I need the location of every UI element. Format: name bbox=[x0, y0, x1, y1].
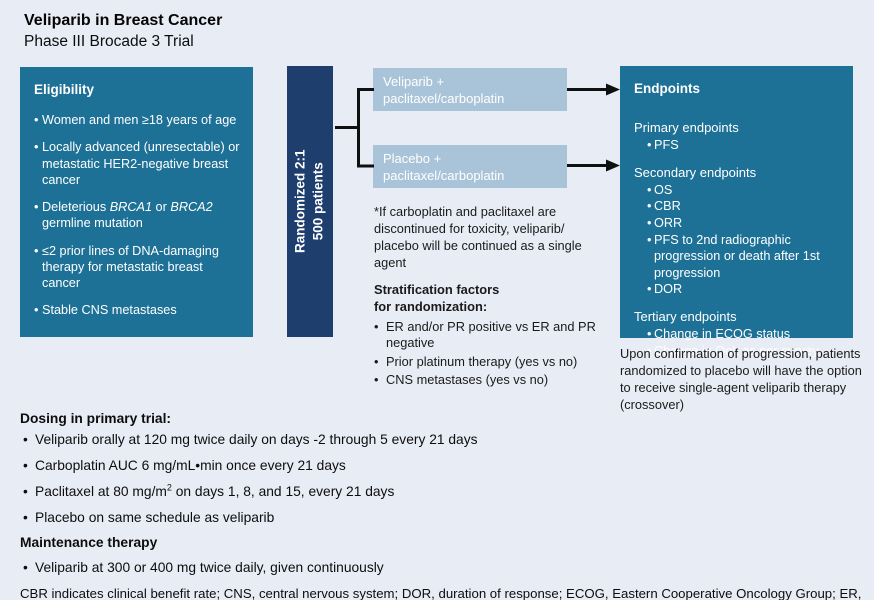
endpoint-item: • OS bbox=[647, 182, 845, 199]
endpoint-item-text: OS bbox=[654, 182, 673, 197]
stratification-item: • Prior platinum therapy (yes vs no) bbox=[374, 354, 598, 371]
endpoint-section-label: Tertiary endpoints bbox=[634, 309, 737, 325]
gene-name: BRCA2 bbox=[170, 200, 213, 214]
endpoint-item: • PFS bbox=[647, 137, 845, 154]
bullet-glyph: • bbox=[647, 138, 652, 152]
randomization-count: 500 patients bbox=[311, 162, 326, 241]
bullet-glyph: • bbox=[23, 559, 28, 575]
bullet-glyph: • bbox=[647, 232, 652, 247]
bullet-glyph: • bbox=[647, 327, 652, 342]
arm-placebo-box: Placebo + paclitaxel/carboplatin bbox=[373, 145, 567, 188]
eligibility-item: • Stable CNS metastases bbox=[34, 302, 242, 318]
eligibility-item-text: ≤2 prior lines of DNA-damaging therapy f… bbox=[42, 243, 219, 291]
endpoint-item-text: CBR bbox=[654, 199, 681, 214]
endpoint-item: • CBR bbox=[647, 198, 845, 215]
maintenance-item-text: Veliparib at 300 or 400 mg twice daily, … bbox=[35, 559, 384, 575]
arrowhead-top-icon bbox=[606, 83, 620, 96]
dosing-item-text: Carboplatin AUC 6 mg/mL•min once every 2… bbox=[35, 457, 346, 473]
arm-line: Veliparib + bbox=[383, 74, 445, 89]
bullet-glyph: • bbox=[647, 215, 652, 230]
endpoint-item-text: Change in QoL as per survey bbox=[654, 343, 819, 358]
eligibility-item: • ≤2 prior lines of DNA-damaging therapy… bbox=[34, 243, 242, 292]
dosing-item: • Placebo on same schedule as veliparib bbox=[20, 509, 862, 527]
endpoints-box: Endpoints Primary endpoints • PFS Second… bbox=[620, 66, 853, 358]
stratification-item-text: Prior platinum therapy (yes vs no) bbox=[386, 353, 578, 369]
stratification-block: Stratification factors for randomization… bbox=[374, 282, 598, 391]
arm-line: paclitaxel/carboplatin bbox=[383, 167, 505, 183]
stratification-item: • ER and/or PR positive vs ER and PR neg… bbox=[374, 319, 598, 352]
dosing-item: • Carboplatin AUC 6 mg/mL•min once every… bbox=[20, 457, 862, 475]
eligibility-item: • Women and men ≥18 years of age bbox=[34, 112, 242, 128]
bullet-glyph: • bbox=[34, 243, 39, 258]
dosing-item-text: Veliparib orally at 120 mg twice daily o… bbox=[35, 432, 478, 447]
bullet-glyph: • bbox=[23, 457, 28, 473]
maintenance-heading: Maintenance therapy bbox=[20, 534, 158, 550]
endpoint-item: • Change in ECOG status bbox=[647, 326, 845, 343]
randomization-bar: Randomized 2:1 500 patients bbox=[287, 66, 333, 337]
bullet-glyph: • bbox=[647, 182, 652, 197]
eligibility-item: • Locally advanced (unresectable) or met… bbox=[34, 139, 242, 188]
eligibility-item-text: Women and men ≥18 years of age bbox=[42, 113, 237, 127]
endpoint-item-text: Change in ECOG status bbox=[654, 327, 791, 342]
maintenance-item: • Veliparib at 300 or 400 mg twice daily… bbox=[20, 559, 862, 577]
arm-line: Placebo + bbox=[383, 151, 442, 166]
branch-lines bbox=[335, 88, 374, 168]
bullet-glyph: • bbox=[34, 140, 39, 155]
endpoint-item-text: ORR bbox=[654, 215, 683, 230]
bullet-glyph: • bbox=[374, 318, 379, 334]
endpoint-item-text: PFS to 2nd radiographic progression or d… bbox=[654, 232, 820, 280]
superscript: 2 bbox=[166, 482, 172, 493]
randomization-label: Randomized 2:1 500 patients bbox=[292, 150, 328, 254]
stratification-item-text: CNS metastases (yes vs no) bbox=[386, 372, 549, 388]
abbreviations-footnote: CBR indicates clinical benefit rate; CNS… bbox=[20, 585, 862, 600]
endpoints-heading: Endpoints bbox=[634, 81, 700, 96]
dosing-item-text: Placebo on same schedule as veliparib bbox=[35, 509, 275, 525]
bullet-glyph: • bbox=[647, 282, 652, 297]
eligibility-item-text: Locally advanced (unresectable) or metas… bbox=[42, 140, 240, 187]
bullet-glyph: • bbox=[34, 303, 39, 318]
stratification-item: • CNS metastases (yes vs no) bbox=[374, 372, 598, 389]
page-title: Veliparib in Breast Cancer bbox=[24, 12, 223, 29]
endpoint-section-label: Primary endpoints bbox=[634, 120, 739, 135]
randomization-ratio: Randomized 2:1 bbox=[292, 149, 308, 254]
bullet-glyph: • bbox=[23, 432, 28, 447]
dosing-heading: Dosing in primary trial: bbox=[20, 411, 172, 426]
gene-name: BRCA1 bbox=[109, 200, 153, 214]
eligibility-item-text: Deleterious BRCA1 or BRCA2 germline muta… bbox=[42, 200, 213, 231]
eligibility-heading: Eligibility bbox=[34, 82, 95, 97]
bullet-glyph: • bbox=[647, 343, 652, 358]
endpoint-item-text: DOR bbox=[654, 282, 683, 297]
eligibility-box: Eligibility • Women and men ≥18 years of… bbox=[20, 67, 253, 337]
dosing-section: Dosing in primary trial: • Veliparib ora… bbox=[20, 411, 862, 600]
bullet-glyph: • bbox=[374, 372, 379, 388]
dosing-item-text: Paclitaxel at 80 mg/m2 on days 1, 8, and… bbox=[35, 482, 395, 499]
arm-line: paclitaxel/carboplatin bbox=[383, 90, 505, 106]
bullet-glyph: • bbox=[34, 200, 39, 214]
bullet-glyph: • bbox=[23, 509, 28, 525]
endpoint-item-text: PFS bbox=[654, 138, 679, 152]
stratification-heading: Stratification factors for randomization… bbox=[374, 282, 500, 314]
secondary-endpoints-section: Secondary endpoints • OS • CBR • ORR • P… bbox=[634, 165, 845, 298]
arm-veliparib-box: Veliparib + paclitaxel/carboplatin bbox=[373, 68, 567, 111]
endpoint-item: • DOR bbox=[647, 281, 845, 298]
eligibility-item: • Deleterious BRCA1 or BRCA2 germline mu… bbox=[34, 199, 242, 232]
toxicity-footnote: *If carboplatin and paclitaxel are disco… bbox=[374, 204, 582, 271]
bullet-glyph: • bbox=[374, 353, 379, 369]
bullet-glyph: • bbox=[34, 113, 39, 127]
endpoint-section-label: Secondary endpoints bbox=[634, 164, 757, 180]
eligibility-item-text: Stable CNS metastases bbox=[42, 303, 177, 318]
endpoint-item: • ORR bbox=[647, 215, 845, 232]
primary-endpoints-section: Primary endpoints • PFS bbox=[634, 120, 845, 154]
arrowhead-bottom-icon bbox=[606, 159, 620, 172]
stratification-item-text: ER and/or PR positive vs ER and PR negat… bbox=[386, 318, 596, 351]
dosing-item: • Paclitaxel at 80 mg/m2 on days 1, 8, a… bbox=[20, 483, 862, 501]
endpoint-item: • Change in QoL as per survey bbox=[647, 343, 845, 360]
crossover-note: Upon confirmation of progression, patien… bbox=[620, 346, 862, 413]
page-subtitle: Phase III Brocade 3 Trial bbox=[24, 33, 194, 50]
tertiary-endpoints-section: Tertiary endpoints • Change in ECOG stat… bbox=[634, 309, 845, 359]
bullet-glyph: • bbox=[647, 199, 652, 214]
endpoint-item: • PFS to 2nd radiographic progression or… bbox=[647, 232, 845, 282]
dosing-item: • Veliparib orally at 120 mg twice daily… bbox=[20, 431, 862, 449]
bullet-glyph: • bbox=[23, 483, 28, 499]
